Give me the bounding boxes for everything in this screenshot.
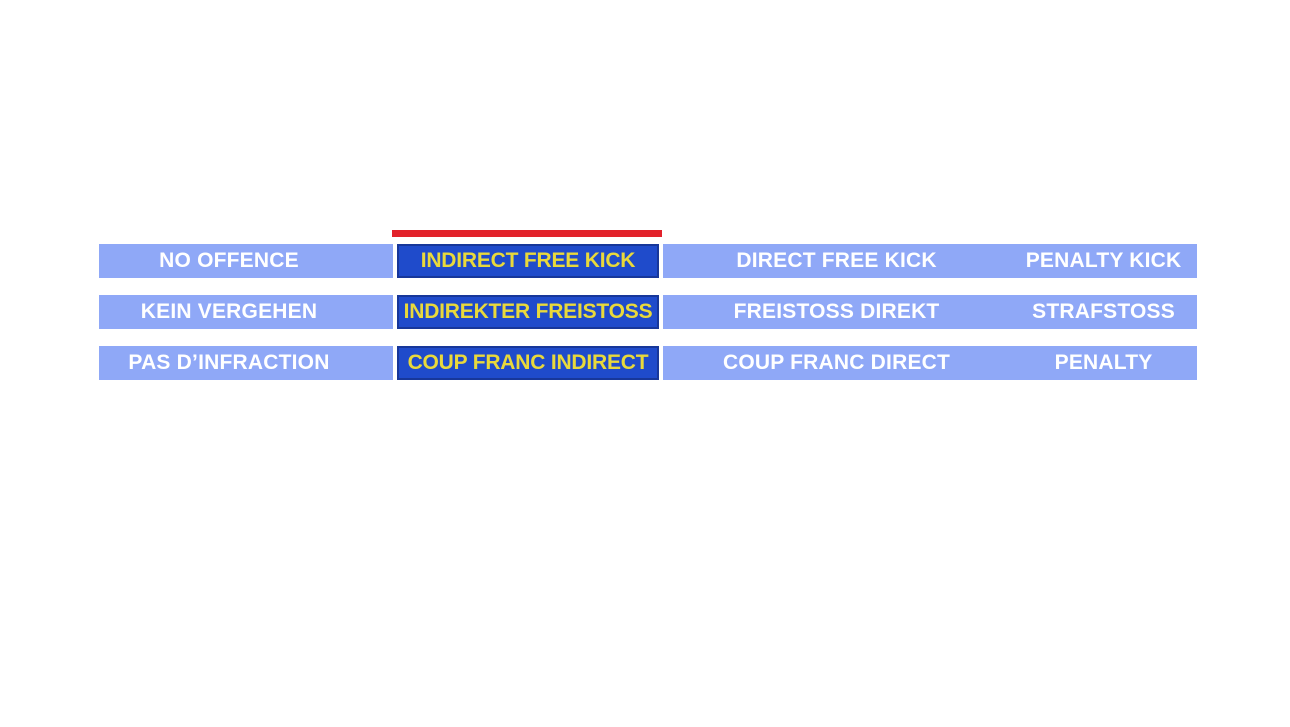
answer-no-offence-german[interactable]: KEIN VERGEHEN bbox=[99, 295, 393, 329]
answer-bar-german: FREISTOSS DIREKT STRAFSTOSS bbox=[663, 295, 1197, 329]
answer-label: PAS D’INFRACTION bbox=[128, 351, 330, 374]
answer-penalty-kick-english[interactable]: PENALTY KICK bbox=[1010, 244, 1197, 278]
answer-direct-free-kick-english[interactable]: DIRECT FREE KICK bbox=[663, 244, 1010, 278]
answer-no-offence-french[interactable]: PAS D’INFRACTION bbox=[99, 346, 393, 380]
answer-row-english: NO OFFENCE INDIRECT FREE KICK DIRECT FRE… bbox=[0, 244, 1290, 278]
answer-indirect-free-kick-english[interactable]: INDIRECT FREE KICK bbox=[397, 244, 659, 278]
answer-label: KEIN VERGEHEN bbox=[140, 300, 318, 323]
answer-label: NO OFFENCE bbox=[159, 249, 299, 272]
answer-penalty-kick-german[interactable]: STRAFSTOSS bbox=[1010, 295, 1197, 329]
selected-answer-indicator bbox=[392, 230, 662, 237]
answer-bar-english: DIRECT FREE KICK PENALTY KICK bbox=[663, 244, 1197, 278]
answer-label: COUP FRANC DIRECT bbox=[723, 351, 951, 374]
answer-row-french: PAS D’INFRACTION COUP FRANC INDIRECT COU… bbox=[0, 346, 1290, 380]
answer-label: PENALTY bbox=[1054, 351, 1153, 374]
answer-label: PENALTY KICK bbox=[1025, 249, 1182, 272]
answer-row-german: KEIN VERGEHEN INDIREKTER FREISTOSS FREIS… bbox=[0, 295, 1290, 329]
answer-direct-free-kick-german[interactable]: FREISTOSS DIREKT bbox=[663, 295, 1010, 329]
answer-label: DIRECT FREE KICK bbox=[736, 249, 937, 272]
answer-label: FREISTOSS DIREKT bbox=[733, 300, 940, 323]
answer-no-offence-english[interactable]: NO OFFENCE bbox=[99, 244, 393, 278]
answer-indirect-free-kick-german[interactable]: INDIREKTER FREISTOSS bbox=[397, 295, 659, 329]
answer-label: STRAFSTOSS bbox=[1032, 300, 1175, 323]
answer-penalty-kick-french[interactable]: PENALTY bbox=[1010, 346, 1197, 380]
answer-direct-free-kick-french[interactable]: COUP FRANC DIRECT bbox=[663, 346, 1010, 380]
answer-bar-french: COUP FRANC DIRECT PENALTY bbox=[663, 346, 1197, 380]
answer-indirect-free-kick-french[interactable]: COUP FRANC INDIRECT bbox=[397, 346, 659, 380]
